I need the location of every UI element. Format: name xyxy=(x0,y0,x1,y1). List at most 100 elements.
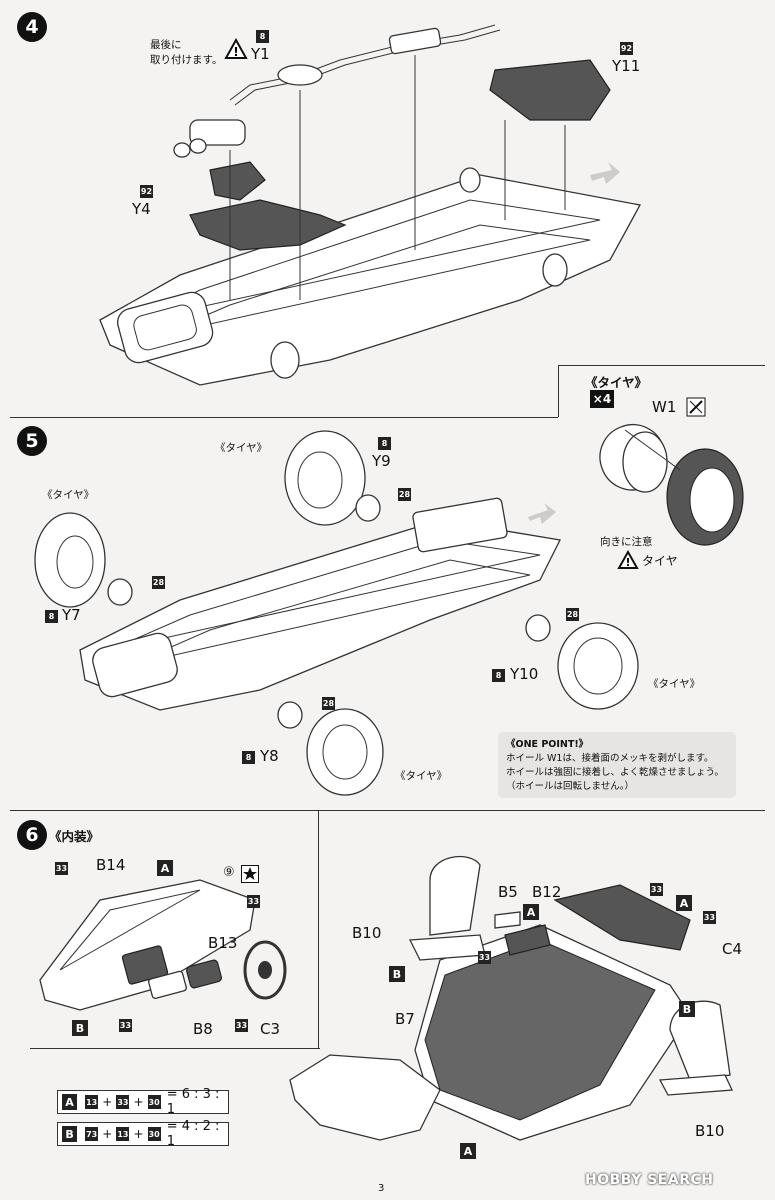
code-9: ⑨ xyxy=(223,865,235,880)
tire-label-1: 《タイヤ》 xyxy=(215,442,268,454)
step-6-number: 6 xyxy=(17,820,47,850)
code-y7: 8 xyxy=(45,610,58,623)
tire-caution: 向きに注意 xyxy=(600,536,653,548)
part-y11: Y11 xyxy=(612,57,641,75)
code33-a: 33 xyxy=(55,862,68,875)
part-b8: B8 xyxy=(193,1020,213,1038)
step6-title: 《内装》 xyxy=(49,829,100,844)
part-w1: W1 xyxy=(652,398,677,416)
divider-step5 xyxy=(10,810,765,811)
divider-tirebox xyxy=(558,365,559,417)
part-y4: Y4 xyxy=(132,200,151,218)
page-number: 3 xyxy=(378,1183,385,1194)
one-point-line3: （ホイールは回転しません。） xyxy=(506,781,634,792)
plus-icon: + xyxy=(133,1127,144,1141)
code33-e: 33 xyxy=(478,951,491,964)
tire-qty-badge: ×4 xyxy=(590,390,614,408)
code33-g: 33 xyxy=(703,911,716,924)
svg-text:!: ! xyxy=(625,556,630,569)
ratio-letter-b: B xyxy=(62,1126,78,1142)
badge-28-y7: 28 xyxy=(152,576,165,589)
badge-28-y8: 28 xyxy=(322,697,335,710)
ratio-b-k3: 30 xyxy=(147,1127,161,1141)
paint-remove-icon xyxy=(686,397,706,417)
part-y9: Y9 xyxy=(372,452,391,470)
part-b5: B5 xyxy=(498,883,518,901)
svg-text:!: ! xyxy=(233,45,238,59)
part-c3: C3 xyxy=(260,1020,281,1038)
part-b10a: B10 xyxy=(352,924,382,942)
part-y7: Y7 xyxy=(62,606,81,624)
part-b14: B14 xyxy=(96,856,126,874)
divider-step4 xyxy=(10,417,558,418)
ratio-a-k3: 30 xyxy=(147,1095,161,1109)
part-b13: B13 xyxy=(208,934,238,952)
tire-box-title: 《タイヤ》 xyxy=(585,375,648,390)
ratio-row-a: A 13+ 33+ 30 = 6 : 3 : 1 xyxy=(57,1087,229,1117)
step-4-number: 4 xyxy=(17,12,47,42)
ratio-a-k2: 33 xyxy=(116,1095,130,1109)
letter-b-left: B xyxy=(389,966,405,982)
star-icon xyxy=(241,865,259,883)
tire-label: タイヤ xyxy=(642,554,678,568)
part-c4: C4 xyxy=(722,940,743,958)
letter-b-dash: B xyxy=(72,1020,88,1036)
step6-interior-drawing xyxy=(289,855,733,1141)
badge-28-y9: 28 xyxy=(398,488,411,501)
ratio-a-k1: 13 xyxy=(85,1095,99,1109)
ratio-a-value: = 6 : 3 : 1 xyxy=(166,1087,220,1117)
code-y11: 92 xyxy=(620,42,633,55)
one-point-box: 《ONE POINT!》 ホイール W1は、接着面のメッキを剥がします。 ホイー… xyxy=(498,732,736,798)
part-b10b: B10 xyxy=(695,1122,725,1140)
code33-f: 33 xyxy=(650,883,663,896)
plus-icon: + xyxy=(102,1095,113,1109)
tire-box-drawing xyxy=(599,424,744,546)
code-y1: 8 xyxy=(256,30,269,43)
divider-step6-inner xyxy=(30,1048,320,1049)
ratio-row-b: B 73+ 13+ 30 = 4 : 2 : 1 xyxy=(57,1119,229,1149)
part-y10: Y10 xyxy=(510,665,539,683)
code33-d: 33 xyxy=(235,1019,248,1032)
part-b12: B12 xyxy=(532,883,562,901)
code-y4: 92 xyxy=(140,185,153,198)
warning-icon: ! xyxy=(224,38,248,59)
code-y9: 8 xyxy=(378,437,391,450)
part-b7: B7 xyxy=(395,1010,415,1028)
step6-dashboard-drawing xyxy=(39,879,287,1011)
step4-note-line2: 取り付けます。 xyxy=(150,54,223,66)
code-y10: 8 xyxy=(492,669,505,682)
ratio-letter-a: A xyxy=(62,1094,78,1110)
tire-label-4: 《タイヤ》 xyxy=(395,770,448,782)
ratio-b-k1: 73 xyxy=(85,1127,99,1141)
letter-a-dash: A xyxy=(157,860,173,876)
code33-b: 33 xyxy=(247,895,260,908)
plus-icon: + xyxy=(102,1127,113,1141)
code-y8: 8 xyxy=(242,751,255,764)
one-point-line2: ホイールは強固に接着し、よく乾燥させましょう。 xyxy=(506,767,724,778)
part-y1: Y1 xyxy=(251,45,270,63)
one-point-line1: ホイール W1は、接着面のメッキを剥がします。 xyxy=(506,753,714,764)
step-5-number: 5 xyxy=(17,426,47,456)
step5-chassis-drawing xyxy=(34,430,639,796)
letter-b-right: B xyxy=(679,1001,695,1017)
tire-label-3: 《タイヤ》 xyxy=(648,678,701,690)
part-y8: Y8 xyxy=(260,747,279,765)
letter-a-rear: A xyxy=(676,895,692,911)
code33-c: 33 xyxy=(119,1019,132,1032)
letter-a-floor: A xyxy=(460,1143,476,1159)
letter-a-seat: A xyxy=(523,904,539,920)
divider-tirebox-top xyxy=(558,365,765,366)
plus-icon: + xyxy=(133,1095,144,1109)
divider-step6 xyxy=(318,810,319,1048)
ratio-b-value: = 4 : 2 : 1 xyxy=(166,1119,220,1149)
ratio-b-k2: 13 xyxy=(116,1127,130,1141)
step4-chassis-drawing xyxy=(99,24,641,386)
badge-28-y10: 28 xyxy=(566,608,579,621)
one-point-title: 《ONE POINT!》 xyxy=(506,739,589,750)
watermark: HOBBY SEARCH xyxy=(585,1172,714,1188)
tire-warning-icon: ! xyxy=(617,550,639,569)
step4-note-line1: 最後に xyxy=(150,39,182,51)
tire-label-2: 《タイヤ》 xyxy=(42,489,95,501)
